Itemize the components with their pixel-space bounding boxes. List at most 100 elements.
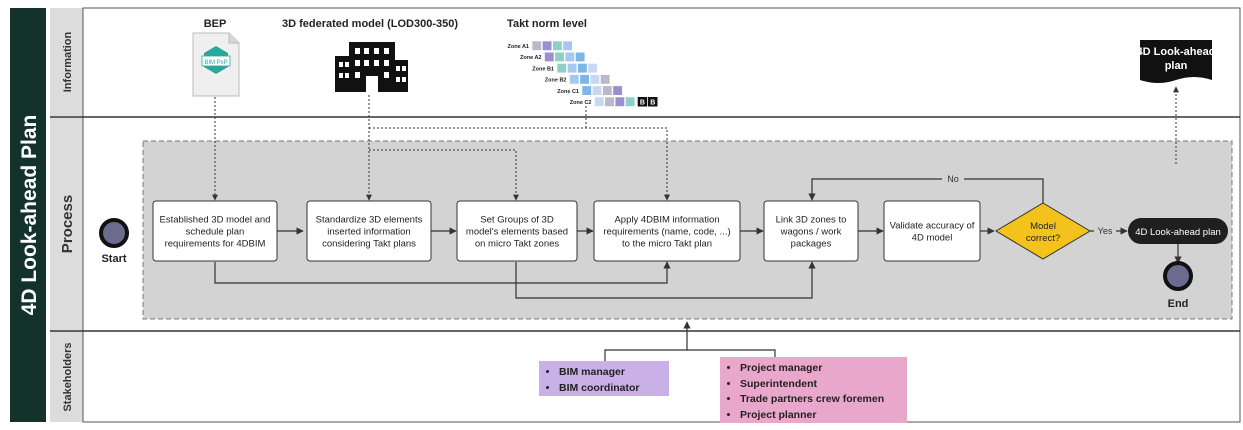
takt-zone-label: Zone B1 — [532, 66, 554, 72]
output-label-line1: 4D Look-ahead — [1137, 46, 1216, 58]
process-step-label: Established 3D model and — [160, 215, 271, 226]
process-step-label: Validate accuracy of — [890, 221, 975, 232]
takt-cell — [604, 96, 615, 107]
stakeholder-item: Project manager — [740, 361, 901, 377]
process-step-label: Set Groups of 3D — [480, 215, 554, 226]
lanes-frame — [82, 7, 1241, 423]
bep-label: BEP — [204, 18, 227, 30]
decision-label-line2: correct? — [1026, 233, 1060, 244]
takt-cell — [600, 74, 611, 85]
connector — [369, 149, 519, 201]
building-icon — [335, 42, 408, 92]
lane-label-information: Information — [62, 31, 74, 92]
stakeholder-item: Trade partners crew foremen — [740, 392, 901, 408]
takt-zone-label: Zone B2 — [545, 78, 567, 84]
process-step-box — [456, 200, 578, 262]
no-label: No — [947, 174, 959, 184]
takt-cell — [531, 40, 542, 51]
process-step-box — [593, 200, 741, 262]
takt-cell — [554, 51, 565, 63]
takt-cell — [591, 85, 603, 96]
connector — [808, 178, 1044, 203]
final-output-label: 4D Look-ahead plan — [1135, 227, 1221, 238]
yes-label: Yes — [1098, 226, 1113, 236]
takt-cell — [556, 63, 567, 74]
lane-bar-information — [50, 8, 83, 116]
decision-label-line1: Model — [1030, 221, 1056, 232]
takt-cell — [562, 40, 573, 51]
output-document-shape — [1140, 40, 1212, 83]
connector — [214, 261, 671, 284]
decision-diamond — [995, 202, 1091, 260]
takt-zone-label: Zone A1 — [508, 44, 530, 50]
takt-cell — [579, 74, 590, 85]
document-icon: BIM PxP — [192, 32, 240, 97]
process-step-label: to the micro Takt plan — [622, 239, 712, 250]
connector — [515, 261, 816, 299]
takt-cell — [612, 85, 623, 96]
lane-bar-stakeholders — [50, 331, 83, 422]
takt-cell — [614, 96, 625, 107]
process-step-label: packages — [791, 239, 832, 250]
stakeholder-item: BIM coordinator — [559, 381, 663, 397]
takt-cell — [566, 63, 578, 74]
process-step-label: wagons / work — [780, 227, 842, 238]
stakeholder-item: BIM manager — [559, 365, 663, 381]
takt-marker-label: B — [650, 99, 655, 106]
process-step-label: schedule plan — [186, 227, 245, 238]
federated-model-label: 3D federated model (LOD300-350) — [282, 18, 458, 30]
takt-cell — [541, 40, 553, 51]
process-step-label: Link 3D zones to — [776, 215, 847, 226]
process-step-label: inserted information — [327, 227, 410, 238]
process-step-label: considering Takt plans — [322, 239, 416, 250]
lane-bar-process — [50, 117, 83, 330]
process-step-label: on micro Takt zones — [475, 239, 560, 250]
process-step-box — [763, 200, 859, 262]
yes-label-bg — [1094, 225, 1116, 237]
takt-zone-label: Zone A2 — [520, 55, 542, 61]
takt-cell — [589, 74, 600, 85]
connector — [369, 127, 670, 201]
process-step-label: Standardize 3D elements — [316, 215, 423, 226]
takt-cell — [602, 85, 613, 96]
process-step-box — [306, 200, 432, 262]
diagram-title: 4D Look-ahead Plan — [18, 115, 41, 316]
takt-cell — [577, 63, 588, 74]
stakeholder-item: Superintendent — [740, 377, 901, 393]
takt-marker-cell — [648, 97, 658, 107]
end-event — [1163, 261, 1193, 291]
takt-zone-label: Zone C1 — [557, 89, 579, 95]
takt-cell — [544, 51, 555, 63]
takt-marker-cell — [637, 97, 648, 107]
start-event — [99, 218, 129, 248]
process-step-label: requirements for 4DBIM — [165, 239, 266, 250]
bep-doc-text: BIM PxP — [204, 60, 227, 66]
takt-cell — [625, 96, 636, 107]
takt-label: Takt norm level — [507, 18, 587, 30]
process-step-box — [883, 200, 981, 262]
stakeholder-group-bim: BIM manager BIM coordinator — [539, 361, 669, 396]
stakeholder-group-project: Project manager Superintendent Trade par… — [720, 357, 907, 423]
process-step-label: requirements (name, code, ...) — [603, 227, 730, 238]
takt-cell — [594, 96, 605, 107]
no-label-bg — [942, 173, 964, 185]
takt-marker-label: B — [640, 99, 645, 106]
process-step-box — [152, 200, 278, 262]
takt-cell — [569, 74, 580, 85]
output-label-line2: plan — [1165, 60, 1188, 72]
title-bar — [10, 8, 46, 422]
lane-label-stakeholders: Stakeholders — [62, 342, 74, 411]
final-output-terminal — [1128, 218, 1228, 244]
lane-label-process: Process — [59, 195, 76, 253]
connector — [687, 349, 776, 358]
end-label: End — [1168, 298, 1189, 310]
start-label: Start — [101, 253, 126, 265]
process-step-label: model's elements based — [466, 227, 568, 238]
takt-cell — [564, 51, 575, 63]
stakeholder-item: Project planner — [740, 408, 901, 424]
process-step-label: Apply 4DBIM information — [614, 215, 719, 226]
takt-cell — [587, 63, 598, 74]
takt-cell — [575, 51, 586, 63]
